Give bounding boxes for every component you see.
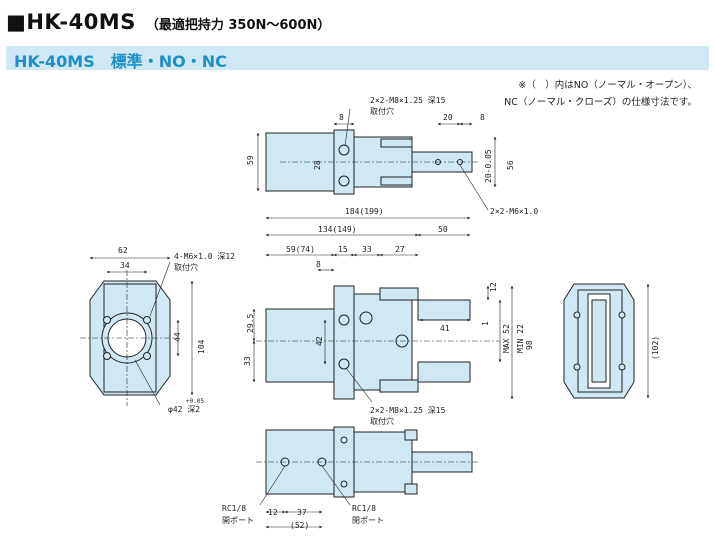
- bottom-port-left-b: 開ポート: [222, 516, 254, 525]
- side-dim-42: 42: [315, 336, 324, 346]
- bottom-dim-12: 12: [268, 508, 278, 517]
- side-cylinder: [265, 308, 335, 383]
- right-view: [563, 283, 635, 399]
- top-dim-56: 56: [506, 160, 515, 170]
- end-hole-3: [103, 352, 111, 360]
- side-dim-min: MIN 22: [516, 324, 525, 353]
- bottom-jaw-upper: [404, 429, 418, 441]
- side-dim-33: 33: [362, 245, 372, 254]
- top-view: [265, 129, 478, 195]
- subtitle: HK-40MS 標準・NO・NC: [14, 52, 227, 71]
- side-dim-59: 59(74): [286, 245, 315, 254]
- side-finger-lower: [417, 361, 471, 383]
- end-hole-1: [103, 316, 111, 324]
- right-dim-102: (102): [651, 336, 660, 360]
- side-hole-1: [338, 314, 350, 326]
- side-dim-184: 184(199): [345, 207, 384, 216]
- side-callout-m8-b: 取付穴: [370, 416, 394, 426]
- end-callout-m6-b: 取付穴: [174, 262, 198, 272]
- side-hole-3: [359, 311, 373, 325]
- bottom-jaw-lower: [404, 483, 418, 495]
- bottom-dim-52: (52): [290, 521, 309, 530]
- top-callout-m8: 2×2-M8×1.25 深15: [370, 96, 446, 105]
- bottom-port-left: RC1/8: [222, 504, 246, 513]
- top-hole-1: [338, 144, 350, 156]
- top-dim-59: 59: [246, 155, 255, 165]
- page-title: ■HK-40MS （最適把持力 350N〜600N）: [6, 10, 330, 34]
- end-hole-4: [143, 352, 151, 360]
- title-main: ■HK-40MS: [6, 10, 136, 34]
- bottom-dim-37: 37: [297, 508, 307, 517]
- side-dim-50: 50: [438, 225, 448, 234]
- side-dim-134: 134(149): [318, 225, 357, 234]
- title-sub: （最適把持力 350N〜600N）: [145, 18, 331, 33]
- end-hole-2: [143, 316, 151, 324]
- bottom-hole-2: [340, 480, 348, 488]
- right-hole-4: [618, 363, 626, 371]
- top-hole-2: [338, 175, 350, 187]
- right-hole-3: [618, 311, 626, 319]
- end-dim-44: 44: [173, 332, 182, 342]
- side-dim-15: 15: [338, 245, 348, 254]
- side-dim-max: MAX 52: [502, 324, 511, 353]
- side-dim-8: 8: [316, 260, 321, 269]
- end-callout-phi-tol: +0.05: [186, 398, 204, 405]
- right-jaw: [591, 299, 607, 383]
- side-dim-98: 98: [525, 340, 534, 350]
- subtitle-band: HK-40MS 標準・NO・NC: [6, 46, 709, 71]
- note-line-1: ※（ ）内はNO（ノーマル・オープン）、: [518, 80, 697, 91]
- right-hole-2: [573, 363, 581, 371]
- top-dim-28: 28: [313, 160, 322, 170]
- side-hole-2: [338, 358, 350, 370]
- top-jaw-lower: [380, 176, 413, 186]
- top-dim-20tol: 20-0.05: [484, 149, 493, 183]
- top-dim-20: 20: [443, 113, 453, 122]
- side-dim-12: 12: [489, 282, 498, 292]
- side-dim-1: 1: [481, 321, 490, 326]
- side-dim-41: 41: [440, 324, 450, 333]
- bottom-view: [256, 426, 480, 498]
- top-callout-m6: 2×2-M6×1.0: [490, 207, 538, 216]
- side-dim-29-5: 29.5: [246, 314, 255, 333]
- side-jaw-lower: [379, 379, 419, 393]
- side-callout-m8: 2×2-M8×1.25 深15: [370, 406, 446, 415]
- side-jaw-upper: [379, 287, 419, 301]
- note-line-2: NC（ノーマル・クローズ）の仕様寸法です。: [504, 97, 697, 108]
- top-jaw-upper: [380, 138, 413, 148]
- end-dim-104: 104: [197, 339, 206, 354]
- bottom-port-right-b: 閉ポート: [352, 516, 384, 525]
- end-callout-phi: φ42 深2: [168, 405, 200, 414]
- bottom-dimensions: [259, 465, 351, 529]
- side-dim-33v: 33: [243, 356, 252, 366]
- top-dim-8b: 8: [480, 113, 485, 122]
- top-dimensions: [256, 108, 497, 211]
- bottom-hole-1: [340, 436, 348, 444]
- end-dimensions: [89, 256, 194, 406]
- end-callout-m6: 4-M6×1.0 深12: [174, 252, 235, 261]
- side-dimensions: [252, 216, 514, 403]
- end-dim-34: 34: [120, 261, 130, 270]
- right-hole-1: [573, 311, 581, 319]
- top-callout-m8-b: 取付穴: [370, 106, 394, 116]
- end-dim-62: 62: [118, 246, 128, 255]
- end-view: [80, 270, 178, 406]
- side-flange: [333, 285, 355, 400]
- top-dim-8: 8: [339, 113, 344, 122]
- side-view: [256, 285, 500, 400]
- bottom-port-right: RC1/8: [352, 504, 376, 513]
- side-finger-upper: [417, 299, 471, 321]
- side-dim-27: 27: [395, 245, 405, 254]
